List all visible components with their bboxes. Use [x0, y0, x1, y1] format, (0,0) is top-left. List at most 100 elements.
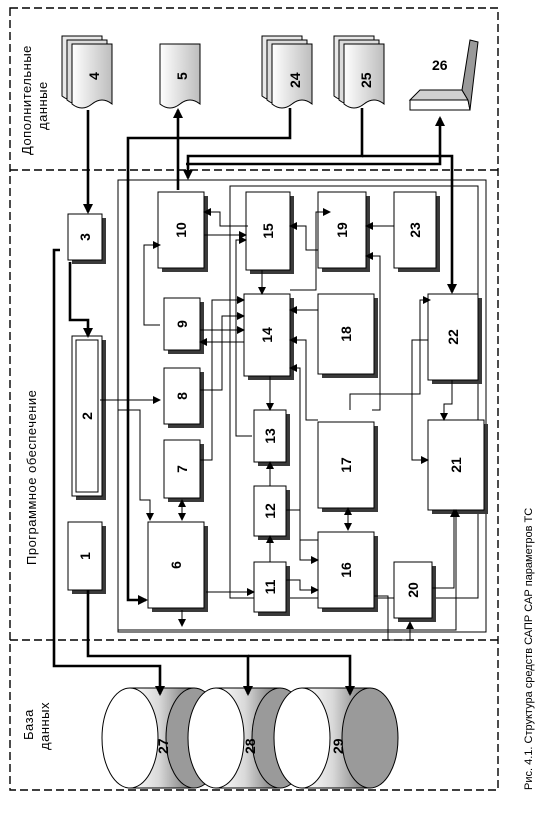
- block-6-label: 6: [168, 561, 184, 569]
- block-10-box: [157, 191, 205, 269]
- block-25-label: 25: [358, 72, 374, 88]
- link-16-14: [289, 364, 318, 541]
- block-8-box: [163, 367, 201, 425]
- link-11-16: [286, 579, 319, 594]
- block-23-box: [393, 191, 437, 269]
- block-21: 21: [427, 419, 488, 514]
- block-18-box: [317, 293, 375, 375]
- figure-caption: Рис. 4.1. Структура средств САПР САР пар…: [523, 508, 535, 790]
- block-16-box: [317, 531, 375, 609]
- block-16: 16: [317, 531, 378, 612]
- block-24-label: 24: [287, 72, 303, 88]
- block-18-label: 18: [338, 326, 354, 342]
- block-10: 10: [157, 191, 208, 272]
- block-17: 17: [317, 421, 378, 512]
- link-14-19: [290, 208, 331, 291]
- doc-stack-24: [261, 35, 313, 109]
- link-3-2: [68, 262, 93, 338]
- link-16-20: [374, 595, 414, 641]
- section-label-additional-1: Дополнительные: [19, 45, 34, 155]
- block-23-label: 23: [407, 222, 423, 238]
- block-5-label: 5: [174, 72, 190, 80]
- link-17-14: [289, 336, 318, 421]
- block-28-label: 28: [242, 738, 258, 754]
- block-8: 8: [163, 367, 204, 428]
- block-13-label: 13: [262, 428, 278, 444]
- block-15: 15: [245, 191, 294, 274]
- thin-connections: [100, 208, 460, 641]
- block-12: 12: [253, 485, 290, 540]
- block-12-label: 12: [262, 503, 278, 519]
- block-17-label: 17: [338, 457, 354, 473]
- thick-connections: [52, 108, 457, 696]
- block-10-label: 10: [173, 222, 189, 238]
- block-2: 2: [71, 335, 106, 500]
- block-15-label: 15: [260, 223, 276, 239]
- block-7-label: 7: [174, 465, 190, 473]
- link-bus-21: [118, 509, 460, 631]
- block-9-box: [163, 297, 201, 351]
- link-sw-26: [186, 116, 445, 166]
- block-3: 3: [67, 213, 106, 264]
- link-3-27: [52, 248, 165, 696]
- link-22-21b: [440, 380, 453, 421]
- block-7-box: [163, 439, 201, 499]
- block-16-label: 16: [338, 562, 354, 578]
- link-25-sw: [183, 108, 364, 180]
- block-20: 20: [393, 561, 436, 622]
- link-12-16: [286, 509, 319, 564]
- block-11-box: [253, 561, 287, 613]
- link-7-14: [200, 296, 245, 461]
- block-27-label: 27: [155, 738, 171, 754]
- block-19: 19: [317, 191, 370, 272]
- link-13-15: [235, 236, 252, 437]
- block-22: 22: [427, 293, 482, 384]
- doc-stack-25: [333, 35, 385, 109]
- link-25-22: [362, 154, 457, 294]
- block-11-label: 11: [262, 579, 278, 594]
- display-26-icon: [408, 39, 479, 111]
- block-3-label: 3: [77, 233, 93, 241]
- block-2-label: 2: [79, 412, 95, 420]
- block-11: 11: [253, 561, 290, 616]
- link-19-15: [289, 222, 318, 251]
- block-3-box: [67, 213, 103, 261]
- link-8-14: [200, 312, 245, 391]
- block-19-box: [317, 191, 367, 269]
- link-24-6: [126, 108, 292, 605]
- block-17-box: [317, 421, 375, 509]
- link-2-6: [118, 409, 154, 521]
- block-13: 13: [253, 409, 290, 466]
- link-1-28: [86, 590, 253, 696]
- doc-stack-4: [61, 35, 113, 109]
- block-1-label: 1: [77, 552, 93, 560]
- database-cylinders: [101, 687, 399, 789]
- section-frames: [9, 7, 499, 791]
- block-6-box: [147, 521, 205, 609]
- block-9: 9: [163, 297, 204, 354]
- block-2-inner: [75, 339, 99, 493]
- link-9-10: [143, 241, 161, 326]
- link-15-10: [203, 208, 248, 227]
- link-17-19: [365, 252, 381, 411]
- section-label-software: Программное обеспечение: [24, 390, 39, 565]
- block-14-box: [243, 293, 291, 377]
- block-19-label: 19: [334, 222, 350, 238]
- block-8-label: 8: [174, 392, 190, 400]
- section-label-additional-2: данные: [35, 81, 50, 130]
- block-7: 7: [163, 439, 204, 502]
- block-14-label: 14: [259, 327, 275, 343]
- block-29-label: 29: [330, 738, 346, 754]
- block-6: 6: [147, 521, 208, 612]
- block-20-box: [393, 561, 433, 619]
- section-label-database-1: База: [21, 709, 36, 740]
- block-26-label: 26: [432, 57, 448, 73]
- block-23: 23: [393, 191, 440, 272]
- block-1: 1: [67, 521, 106, 594]
- block-9-label: 9: [174, 320, 190, 328]
- block-20-label: 20: [405, 582, 421, 598]
- block-12-box: [253, 485, 287, 537]
- block-14: 14: [243, 293, 294, 380]
